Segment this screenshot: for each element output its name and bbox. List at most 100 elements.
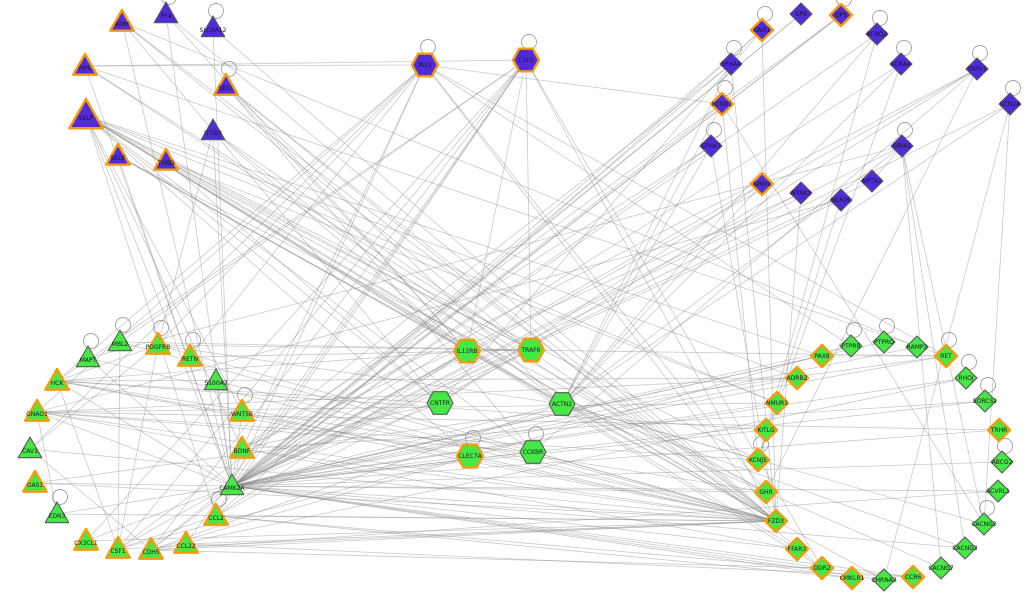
graph-edge — [525, 59, 777, 522]
graph-edge — [212, 27, 233, 487]
graph-edge — [36, 402, 778, 413]
graph-node-PF4[interactable]: PF4 — [153, 1, 179, 24]
graph-node-ITGB3[interactable]: ITGB3 — [200, 118, 226, 141]
self-loop-edge — [237, 387, 253, 403]
graph-edge — [561, 103, 723, 405]
graph-node-RET[interactable]: RET — [933, 343, 959, 369]
graph-edge — [721, 103, 985, 525]
graph-node-FZD3[interactable]: FZD3 — [763, 508, 789, 534]
graph-edge — [84, 65, 532, 351]
graph-node-SELL[interactable]: SELL — [213, 72, 239, 96]
node-shape-dia — [954, 366, 978, 390]
graph-node-MBL2[interactable]: MBL2 — [107, 329, 133, 352]
graph-node-KCNQ2[interactable]: KCNQ2 — [865, 22, 889, 46]
graph-edge — [231, 485, 777, 522]
graph-edge — [439, 183, 763, 404]
graph-edge — [225, 85, 563, 405]
graph-edge — [231, 63, 902, 487]
graph-node-SELE[interactable]: SELE — [105, 142, 131, 166]
graph-edge — [117, 59, 527, 550]
graph-node-ADM[interactable]: ADM — [109, 8, 135, 32]
graph-node-SLC6A12[interactable]: SLC6A12 — [200, 15, 227, 38]
graph-node-GP5[interactable]: GP5 — [828, 2, 854, 28]
graph-node-CCKBR[interactable]: CCKBR — [519, 440, 547, 464]
graph-node-NMUR1[interactable]: NMUR1 — [764, 390, 790, 416]
graph-node-KCNB1[interactable]: KCNB1 — [709, 91, 735, 117]
graph-node-MAPT[interactable]: MAPT — [75, 345, 101, 368]
graph-node-TRHR[interactable]: TRHR — [986, 417, 1012, 443]
graph-node-ACTN2[interactable]: ACTN2 — [548, 392, 576, 416]
graph-edge — [231, 14, 842, 487]
graph-node-CACNG2[interactable]: CACNG2 — [971, 512, 997, 536]
graph-edge — [231, 400, 986, 487]
graph-node-PTPRO[interactable]: PTPRO — [872, 330, 896, 354]
graph-node-ACVRL1[interactable]: ACVRL1 — [986, 479, 1010, 503]
graph-node-TRPV1[interactable]: TRPV1 — [965, 57, 989, 81]
graph-node-CLEC7A[interactable]: CLEC7A — [455, 443, 485, 469]
graph-edge — [29, 64, 426, 450]
graph-edge — [241, 448, 777, 522]
graph-node-CNR1[interactable]: CNR1 — [749, 17, 775, 43]
graph-node-KCNJ5[interactable]: KCNJ5 — [745, 447, 771, 473]
graph-edge — [56, 59, 527, 382]
graph-edge — [36, 411, 58, 515]
graph-node-CACNG7[interactable]: CACNG7 — [928, 556, 954, 580]
graph-node-CAV1[interactable]: CAV1 — [17, 436, 43, 459]
graph-node-RAMP3[interactable]: RAMP3 — [905, 335, 929, 359]
graph-edge — [241, 68, 978, 450]
graph-node-GRIA1[interactable]: GRIA1 — [890, 134, 914, 158]
graph-node-IRS1[interactable]: IRS1 — [410, 52, 440, 78]
graph-node-SORCS2[interactable]: SORCS2 — [973, 389, 997, 413]
graph-edge — [85, 115, 441, 404]
graph-node-PTPRB[interactable]: PTPRB — [839, 334, 863, 358]
node-shape-tri — [138, 536, 164, 560]
graph-node-EPHA4[interactable]: EPHA4 — [719, 52, 743, 76]
graph-edge — [165, 13, 468, 352]
graph-edge — [757, 63, 902, 461]
graph-node-CACNG3[interactable]: CACNG3 — [952, 536, 978, 560]
graph-edge — [34, 482, 777, 522]
graph-edge — [231, 402, 441, 487]
node-shape-dia — [784, 536, 810, 562]
graph-edge — [561, 145, 903, 405]
graph-node-CCR6[interactable]: CCR6 — [900, 564, 926, 590]
graph-node-SCN2A[interactable]: SCN2A — [998, 92, 1022, 116]
graph-edge — [215, 380, 777, 522]
graph-edge — [212, 130, 468, 352]
graph-edge — [231, 485, 966, 549]
graph-edge — [231, 63, 732, 487]
graph-node-ABCG2[interactable]: ABCG2 — [990, 450, 1014, 474]
graph-edge — [36, 411, 798, 550]
graph-edge — [231, 402, 778, 487]
graph-edge — [231, 103, 1011, 487]
graph-edge — [231, 68, 978, 487]
graph-edge — [241, 64, 426, 450]
graph-node-HCK[interactable]: HCK — [44, 367, 70, 391]
graph-edge — [56, 380, 441, 404]
graph-edge — [85, 115, 532, 351]
graph-edge — [121, 21, 918, 348]
graph-edge — [212, 27, 777, 522]
graph-node-RHOJ[interactable]: RHOJ — [954, 366, 978, 390]
node-shape-tri — [73, 527, 99, 551]
graph-node-CSF2[interactable]: CSF2 — [511, 47, 541, 73]
graph-edge — [225, 85, 534, 453]
graph-node-GAS1[interactable]: GAS1 — [22, 469, 48, 493]
graph-node-IL12RB[interactable]: IL12RB — [452, 338, 482, 364]
node-shape-dia — [965, 57, 989, 81]
node-shape-dia — [828, 2, 854, 28]
graph-node-NTRK3[interactable]: NTRK3 — [789, 181, 813, 205]
graph-node-MPL[interactable]: MPL — [72, 52, 98, 76]
graph-node-NPTX1[interactable]: NPTX1 — [860, 169, 884, 193]
graph-node-CNTFR[interactable]: CNTFR — [426, 391, 454, 415]
graph-node-GNAO1[interactable]: GNAO1 — [24, 398, 50, 422]
graph-node-GP9[interactable]: GP9 — [789, 2, 813, 26]
node-shape-dia — [699, 134, 723, 158]
graph-edge — [212, 130, 233, 487]
graph-node-TRAF6[interactable]: TRAF6 — [516, 337, 546, 363]
graph-node-ADRB2[interactable]: ADRB2 — [784, 365, 810, 391]
graph-edge — [710, 145, 777, 522]
graph-node-CCL2[interactable]: CCL2 — [203, 502, 229, 526]
graph-edge — [150, 13, 802, 551]
graph-node-S100A3[interactable]: S100A3 — [203, 368, 229, 391]
